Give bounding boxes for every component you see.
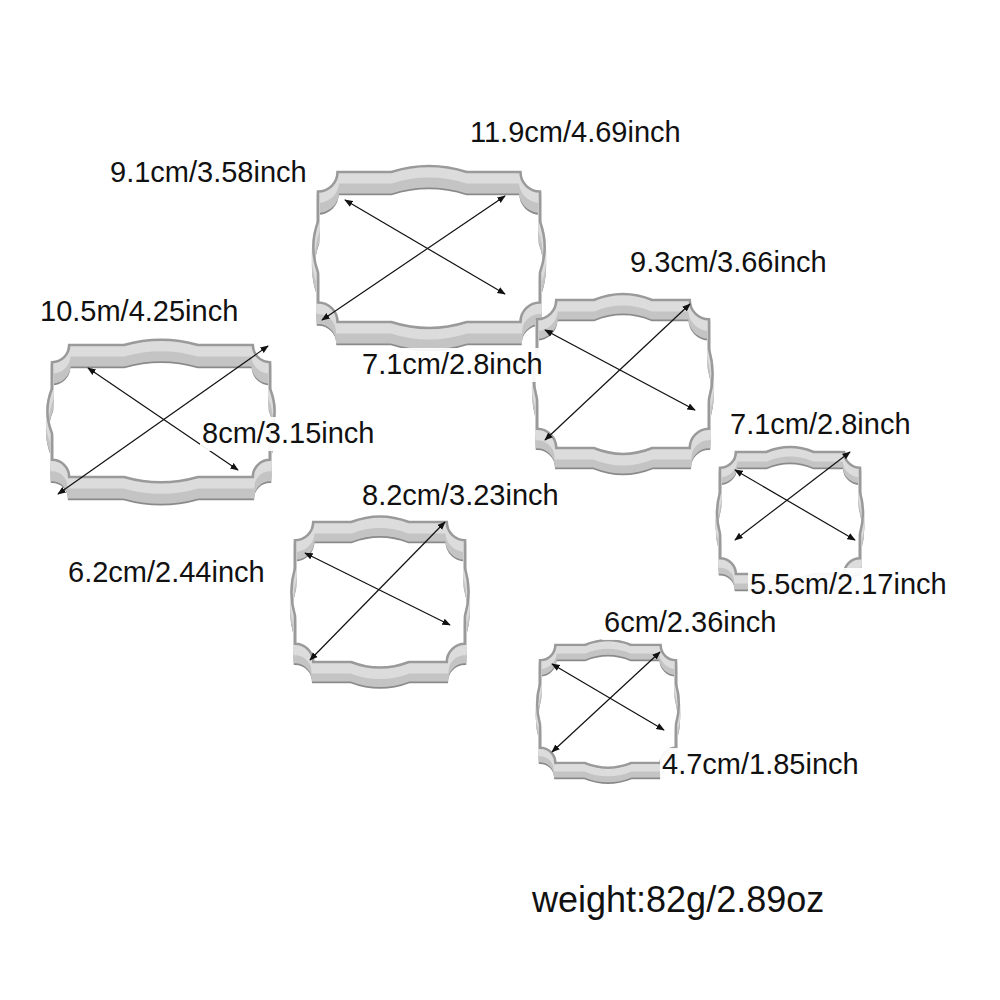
cutter-rim	[537, 640, 679, 767]
cookie-cutter	[537, 640, 679, 782]
cookie-cutter	[313, 166, 544, 350]
dimension-label: 9.3cm/3.66inch	[628, 246, 829, 279]
cutter-rim	[291, 516, 468, 667]
cutter-wall	[533, 300, 712, 460]
cutter-wall	[313, 178, 544, 340]
cutter-wall	[537, 647, 679, 774]
cutter-wall	[717, 455, 863, 587]
cutter-wall	[291, 522, 468, 673]
cutter-wall	[717, 451, 863, 583]
dimension-line	[305, 553, 450, 625]
cutter-wall	[313, 180, 544, 342]
cutter-rim	[313, 166, 544, 328]
cutter-wall	[717, 453, 863, 585]
dimension-label: 6cm/2.36inch	[602, 606, 779, 639]
cutter-wall	[291, 518, 468, 669]
cutter-rim	[717, 447, 863, 579]
dimension-line	[735, 452, 850, 540]
dimension-label: 10.5m/4.25inch	[38, 295, 240, 328]
dimension-line	[310, 522, 445, 660]
cutter-wall	[537, 649, 679, 776]
dimension-line	[345, 200, 505, 294]
cutter-wall	[291, 526, 468, 677]
dimension-line	[322, 196, 505, 320]
cutter-wall	[537, 645, 679, 772]
cookie-cutter	[533, 294, 712, 474]
cutter-wall	[533, 298, 712, 458]
dimension-label: 6.2cm/2.44inch	[66, 556, 267, 589]
dimension-label: 7.1cm/2.8inch	[360, 348, 545, 381]
cutter-wall	[313, 172, 544, 334]
cutter-wall	[537, 653, 679, 780]
cutter-wall	[313, 174, 544, 336]
cutter-wall	[717, 449, 863, 581]
cutter-wall	[533, 308, 712, 468]
cutter-wall	[291, 520, 468, 671]
dimension-label: 9.1cm/3.58inch	[108, 156, 309, 189]
cutter-wall	[291, 524, 468, 675]
cutter-rim	[47, 340, 274, 483]
cutter-wall	[537, 643, 679, 770]
cutter-wall	[533, 296, 712, 456]
dimension-label: 11.9cm/4.69inch	[468, 116, 683, 149]
cookie-cutter	[291, 516, 468, 687]
cutter-wall	[537, 651, 679, 778]
cutter-wall	[533, 310, 712, 470]
dimension-line	[552, 664, 664, 730]
dimension-line	[552, 652, 660, 752]
cutter-wall	[313, 182, 544, 344]
cutter-wall	[533, 304, 712, 464]
cutter-wall	[533, 302, 712, 462]
dimension-line	[735, 470, 855, 540]
cutter-wall	[291, 530, 468, 681]
weight-label: weight:82g/2.89oz	[530, 879, 826, 920]
dimension-line	[545, 304, 690, 440]
cutter-wall	[313, 170, 544, 332]
dimension-label: 7.1cm/2.8inch	[728, 408, 913, 441]
cutter-wall	[313, 176, 544, 338]
cutter-wall	[291, 528, 468, 679]
dimension-label: 4.7cm/1.85inch	[660, 748, 861, 781]
cutter-wall	[313, 168, 544, 330]
cutter-wall	[533, 306, 712, 466]
dimension-label: 5.5cm/2.17inch	[748, 568, 949, 601]
cutter-rim	[533, 294, 712, 454]
dimension-label: 8cm/3.15inch	[200, 417, 377, 450]
dimension-label: 8.2cm/3.23inch	[360, 479, 561, 512]
cutter-wall	[47, 342, 274, 485]
